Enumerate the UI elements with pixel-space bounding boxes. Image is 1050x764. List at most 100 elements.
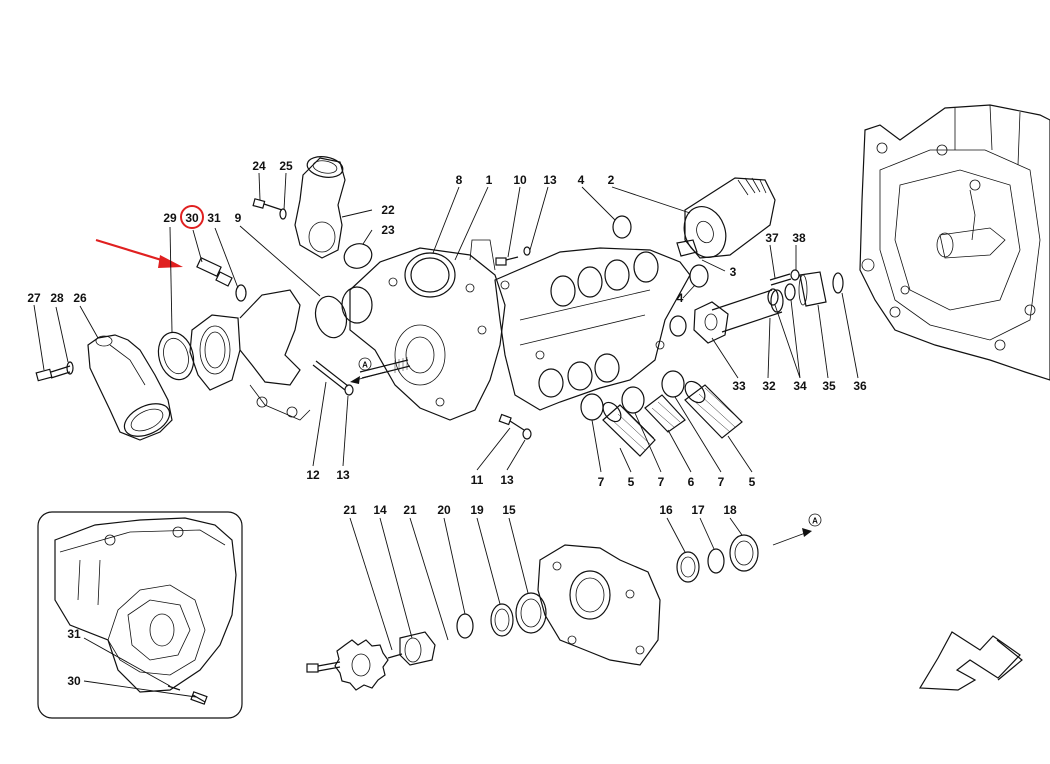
callout-22: 22 [381, 203, 395, 217]
callout-5-a: 5 [628, 475, 635, 489]
callout-12: 12 [306, 468, 320, 482]
stud-12 [312, 360, 349, 391]
strainer-5-right [684, 380, 743, 439]
strainer-5-left [602, 401, 656, 457]
callout-25: 25 [279, 159, 293, 173]
callout-3: 3 [730, 265, 737, 279]
callout-30: 30 [185, 211, 199, 225]
callout-31: 31 [207, 211, 221, 225]
sleeve-35 [798, 271, 827, 307]
callout-14: 14 [373, 503, 387, 517]
washer-38 [790, 269, 800, 281]
pipe-32 [711, 289, 784, 333]
bolt-11 [498, 413, 525, 431]
view-marker-a-top-label: A [362, 361, 368, 370]
callout-24: 24 [252, 159, 266, 173]
seal-18 [729, 534, 759, 572]
connecting-pipe [239, 289, 311, 421]
callout-30-inset: 30 [67, 674, 81, 688]
inset-detail [37, 511, 243, 719]
filter-adapter-3 [676, 239, 698, 257]
callout-4-top: 4 [578, 173, 585, 187]
o-ring-23 [343, 243, 373, 269]
bolt-21 [306, 661, 341, 673]
callout-13-top: 13 [543, 173, 557, 187]
ring-16 [676, 551, 700, 583]
callout-33: 33 [732, 379, 746, 393]
callout-26: 26 [73, 291, 87, 305]
strainer-6 [644, 394, 686, 433]
oil-pump-manifold [494, 247, 691, 411]
circlip-17 [707, 548, 725, 574]
washer-25 [279, 208, 287, 220]
oil-filter-2 [683, 177, 776, 259]
callout-21-b: 21 [403, 503, 417, 517]
water-pump-body [341, 239, 506, 421]
seal-19 [490, 603, 514, 637]
callout-34: 34 [793, 379, 807, 393]
upper-elbow-22 [294, 156, 346, 259]
washer-28 [66, 361, 74, 375]
callout-38: 38 [792, 231, 806, 245]
gear-housing-cover [537, 544, 661, 666]
view-marker-a-bottom: A [772, 513, 822, 546]
callout-35: 35 [822, 379, 836, 393]
callout-7-c: 7 [718, 475, 725, 489]
callout-17: 17 [691, 503, 705, 517]
callout-31-inset: 31 [67, 627, 81, 641]
callout-16: 16 [659, 503, 673, 517]
callout-28: 28 [50, 291, 64, 305]
callout-5-b: 5 [749, 475, 756, 489]
bolt-24 [252, 198, 283, 211]
callout-8: 8 [456, 173, 463, 187]
callout-4-mid: 4 [677, 291, 684, 305]
callout-labels: 24 25 22 23 29 30 31 9 27 28 26 8 1 10 1… [27, 159, 867, 688]
callout-9: 9 [235, 211, 242, 225]
callout-21-a: 21 [343, 503, 357, 517]
bolt-27 [35, 365, 71, 382]
sensor-30 [196, 257, 233, 287]
shaft-14 [387, 631, 436, 666]
thermostat-housing [189, 314, 241, 391]
o-ring-4 [612, 215, 709, 337]
callout-13-left: 13 [336, 468, 350, 482]
oil-pump-gear-21 [334, 639, 389, 691]
view-marker-a-top: A [350, 357, 386, 384]
callout-32: 32 [762, 379, 776, 393]
callout-29: 29 [163, 211, 177, 225]
callout-23: 23 [381, 223, 395, 237]
callout-30-highlight-ring [180, 205, 204, 229]
callout-10: 10 [513, 173, 527, 187]
flange-33 [693, 301, 729, 344]
callout-20: 20 [437, 503, 451, 517]
callout-6: 6 [688, 475, 695, 489]
callout-37: 37 [765, 231, 779, 245]
washer-31 [235, 284, 247, 302]
circlip-20 [456, 613, 474, 639]
direction-arrow [918, 631, 1023, 691]
bolt-10 [495, 256, 519, 266]
callout-27: 27 [27, 291, 41, 305]
callout-18: 18 [723, 503, 737, 517]
view-marker-a-bottom-label: A [812, 517, 818, 526]
callout-11: 11 [471, 473, 484, 487]
gasket-29 [157, 331, 195, 381]
callout-36: 36 [853, 379, 867, 393]
callout-13-bottom: 13 [500, 473, 514, 487]
bearing-15 [515, 592, 547, 634]
leader-lines [33, 172, 859, 698]
callout-1: 1 [486, 173, 493, 187]
callout-2: 2 [608, 173, 615, 187]
callout-7-b: 7 [658, 475, 665, 489]
seal-36 [832, 272, 844, 294]
gearbox-housing [859, 104, 1050, 381]
seals-34 [767, 283, 796, 306]
coolant-outlet-elbow [87, 334, 173, 441]
callout-7-a: 7 [598, 475, 605, 489]
nut-13 [344, 246, 532, 440]
callout-15: 15 [502, 503, 516, 517]
callout-19: 19 [470, 503, 484, 517]
bolt-37 [769, 273, 792, 286]
o-ring-9 [314, 295, 348, 339]
